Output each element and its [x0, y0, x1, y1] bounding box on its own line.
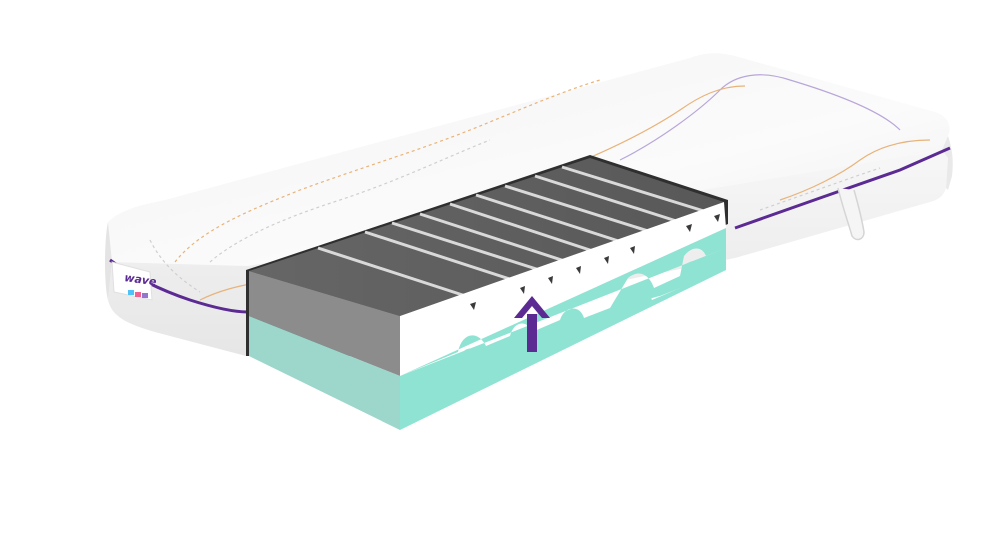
groove-notches: [470, 214, 720, 310]
brand-label-text: wave: [124, 271, 158, 288]
base-foam-front: [249, 316, 400, 430]
label-color-chip-blue: [128, 290, 134, 295]
support-arrow-up-icon: [514, 296, 550, 352]
label-color-chip-purple: [142, 293, 148, 298]
mattress-top-surface: [108, 53, 950, 266]
piping-front-right: [734, 146, 951, 230]
brand-label: wave: [111, 261, 158, 301]
pull-handle: [837, 187, 865, 241]
label-color-chip-pink: [135, 292, 141, 297]
foam-channels: [317, 165, 721, 302]
profile-teal-block: [400, 261, 726, 430]
mattress-left-end: [105, 222, 112, 300]
profile-face-upper: [400, 202, 726, 376]
quilting-lines: [149, 74, 931, 301]
top-foam-front: [249, 271, 400, 376]
